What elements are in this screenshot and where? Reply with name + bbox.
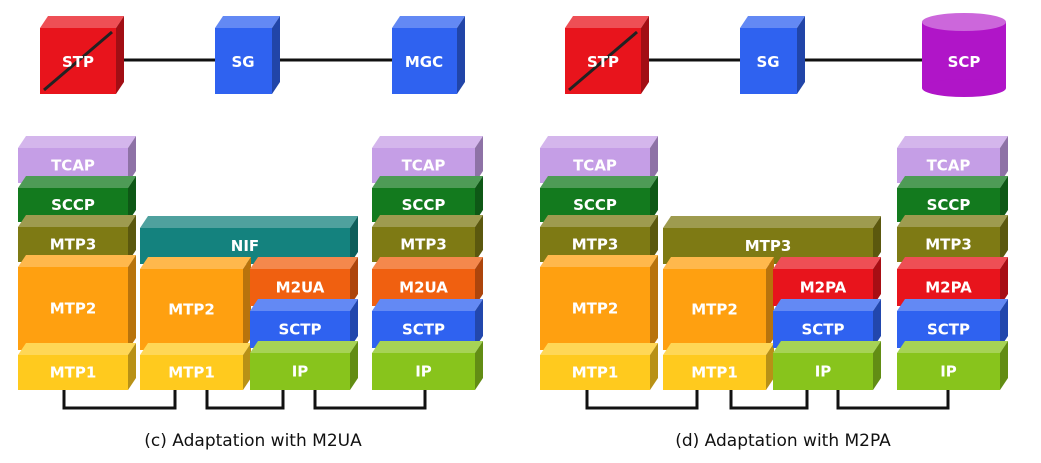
sctp-layer-block: SCTP xyxy=(773,299,881,348)
sctp-layer-block: SCTP xyxy=(372,299,483,348)
mtp1-label: MTP1 xyxy=(168,364,215,382)
m2ua-layer-block: M2UA xyxy=(250,257,358,306)
sg-node: SG xyxy=(740,16,805,94)
m2ua-label: M2UA xyxy=(276,279,325,297)
mtp1-layer-block: MTP1 xyxy=(140,343,251,390)
m2ua-label: M2UA xyxy=(399,279,448,297)
sccp-label: SCCP xyxy=(402,196,446,214)
sctp-label: SCTP xyxy=(402,321,445,339)
mtp3-layer-block: MTP3 xyxy=(372,215,483,262)
mtp2-layer-block: MTP2 xyxy=(663,257,774,350)
sg-label: SG xyxy=(231,53,254,71)
mgc-label: MGC xyxy=(405,53,443,71)
mtp2-label: MTP2 xyxy=(50,300,97,318)
ip-layer-block: IP xyxy=(250,341,358,390)
sccp-label: SCCP xyxy=(573,196,617,214)
m2pa-layer-block: M2PA xyxy=(897,257,1008,306)
m2pa-layer-block: M2PA xyxy=(773,257,881,306)
mtp3-label: MTP3 xyxy=(400,236,447,254)
mtp2-layer-block: MTP2 xyxy=(18,255,136,350)
tcap-label: TCAP xyxy=(573,157,617,175)
mtp3-layer-block: MTP3 xyxy=(897,215,1008,262)
mtp3-layer-block: MTP3 xyxy=(540,215,658,262)
scp-label: SCP xyxy=(948,53,981,71)
bracket-d-1 xyxy=(585,390,699,410)
mtp3-layer-block: MTP3 xyxy=(18,215,136,262)
mtp3-label: MTP3 xyxy=(572,236,619,254)
bracket-d-2 xyxy=(729,390,809,410)
mtp3-label: MTP3 xyxy=(50,236,97,254)
sctp-label: SCTP xyxy=(801,321,844,339)
mtp2-label: MTP2 xyxy=(572,300,619,318)
ip-layer-block: IP xyxy=(372,341,483,390)
stp-node: STP xyxy=(565,16,649,94)
tcap-label: TCAP xyxy=(402,157,446,175)
scp-database-node: SCP xyxy=(922,13,1006,97)
sg-label: SG xyxy=(756,53,779,71)
mtp2-layer-block: MTP2 xyxy=(540,255,658,350)
stp-label: STP xyxy=(62,53,94,71)
tcap-layer-block: TCAP xyxy=(540,136,658,183)
bracket-c-1 xyxy=(62,390,177,410)
ip-label: IP xyxy=(815,363,832,381)
m2pa-label: M2PA xyxy=(925,279,972,297)
sctp-layer-block: SCTP xyxy=(897,299,1008,348)
ip-layer-block: IP xyxy=(773,341,881,390)
mtp3-layer-block: MTP3 xyxy=(663,216,881,264)
mtp1-label: MTP1 xyxy=(50,364,97,382)
ip-layer-block: IP xyxy=(897,341,1008,390)
mtp1-layer-block: MTP1 xyxy=(540,343,658,390)
mtp1-label: MTP1 xyxy=(691,364,738,382)
tcap-layer-block: TCAP xyxy=(372,136,483,183)
nif-label: NIF xyxy=(231,237,259,255)
ip-label: IP xyxy=(940,363,957,381)
tcap-label: TCAP xyxy=(927,157,971,175)
sctp-label: SCTP xyxy=(278,321,321,339)
mtp1-layer-block: MTP1 xyxy=(663,343,774,390)
nif-layer-block: NIF xyxy=(140,216,358,264)
m2pa-label: M2PA xyxy=(800,279,847,297)
m2ua-layer-block: M2UA xyxy=(372,257,483,306)
sctp-label: SCTP xyxy=(927,321,970,339)
mtp1-label: MTP1 xyxy=(572,364,619,382)
bracket-c-3 xyxy=(313,390,427,410)
tcap-label: TCAP xyxy=(51,157,95,175)
sctp-layer-block: SCTP xyxy=(250,299,358,348)
mtp3-label: MTP3 xyxy=(925,236,972,254)
caption-c: (c) Adaptation with M2UA xyxy=(144,431,362,451)
tcap-layer-block: TCAP xyxy=(18,136,136,183)
ip-label: IP xyxy=(292,363,309,381)
mtp3-label: MTP3 xyxy=(745,237,792,255)
stp-label: STP xyxy=(587,53,619,71)
bracket-d-3 xyxy=(836,390,950,410)
sccp-label: SCCP xyxy=(51,196,95,214)
mgc-node: MGC xyxy=(392,16,465,94)
mtp2-label: MTP2 xyxy=(168,301,215,319)
mtp1-layer-block: MTP1 xyxy=(18,343,136,390)
stp-node: STP xyxy=(40,16,124,94)
ip-label: IP xyxy=(415,363,432,381)
tcap-layer-block: TCAP xyxy=(897,136,1008,183)
sccp-label: SCCP xyxy=(927,196,971,214)
mtp2-layer-block: MTP2 xyxy=(140,257,251,350)
caption-d: (d) Adaptation with M2PA xyxy=(675,431,891,451)
sg-node: SG xyxy=(215,16,280,94)
bracket-c-2 xyxy=(205,390,285,410)
mtp2-label: MTP2 xyxy=(691,301,738,319)
